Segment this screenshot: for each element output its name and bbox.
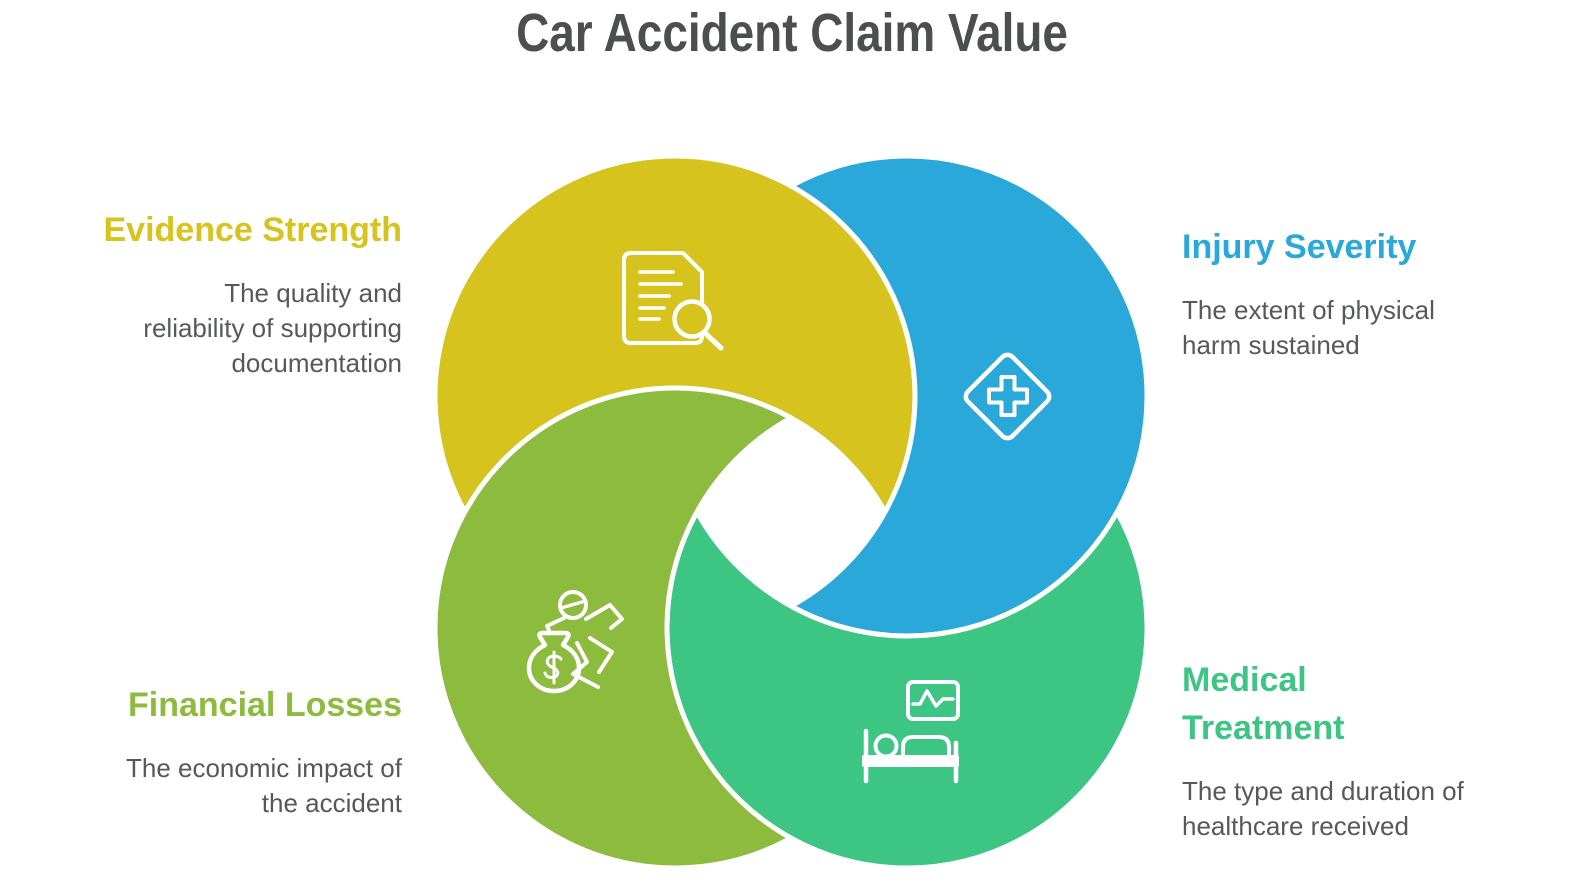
evidence-strength-label-block: Evidence Strength The quality and reliab… bbox=[60, 206, 402, 381]
diamond-outline bbox=[963, 352, 1052, 441]
financial-losses-title: Financial Losses bbox=[128, 686, 402, 724]
medical-treatment-title: Medical Treatment bbox=[1182, 661, 1345, 747]
financial-losses-label-block: Financial Losses The economic impact of … bbox=[60, 681, 402, 821]
hospital-bed-icon bbox=[862, 680, 960, 784]
injury-severity-description: The extent of physical harm sustained bbox=[1182, 295, 1435, 360]
vitals-monitor bbox=[906, 680, 960, 721]
patient-blanket bbox=[901, 735, 951, 758]
coin bbox=[558, 590, 588, 620]
coin-slash bbox=[559, 600, 584, 610]
document-outline bbox=[622, 251, 704, 345]
document-text-lines bbox=[638, 270, 683, 321]
dollar-sign bbox=[543, 650, 563, 685]
page-title: Car Accident Claim Value bbox=[516, 3, 1068, 63]
venn-crescents bbox=[432, 153, 1150, 871]
person-left-arm bbox=[545, 616, 566, 635]
money-loss-icon bbox=[526, 590, 624, 694]
person-right-arm bbox=[584, 603, 624, 630]
document-search-icon bbox=[622, 251, 724, 351]
pulse-line bbox=[911, 689, 955, 708]
magnifier-lens bbox=[672, 299, 712, 339]
injury-severity-label-block: Injury Severity The extent of physical h… bbox=[1182, 223, 1532, 363]
injury-severity-title: Injury Severity bbox=[1182, 228, 1417, 266]
medical-treatment-label-block: Medical Treatment The type and duration … bbox=[1182, 656, 1532, 844]
evidence-strength-description: The quality and reliability of supportin… bbox=[143, 278, 402, 378]
magnifier-handle bbox=[701, 329, 724, 351]
evidence-strength-title: Evidence Strength bbox=[103, 211, 402, 249]
bed-frame bbox=[862, 755, 959, 767]
medical-cross-diamond-icon bbox=[963, 352, 1052, 441]
financial-losses-description: The economic impact of the accident bbox=[125, 753, 402, 818]
person-right-leg bbox=[588, 636, 614, 674]
medical-cross bbox=[987, 375, 1029, 417]
medical-treatment-description: The type and duration of healthcare rece… bbox=[1182, 776, 1464, 841]
money-bag bbox=[526, 630, 582, 694]
